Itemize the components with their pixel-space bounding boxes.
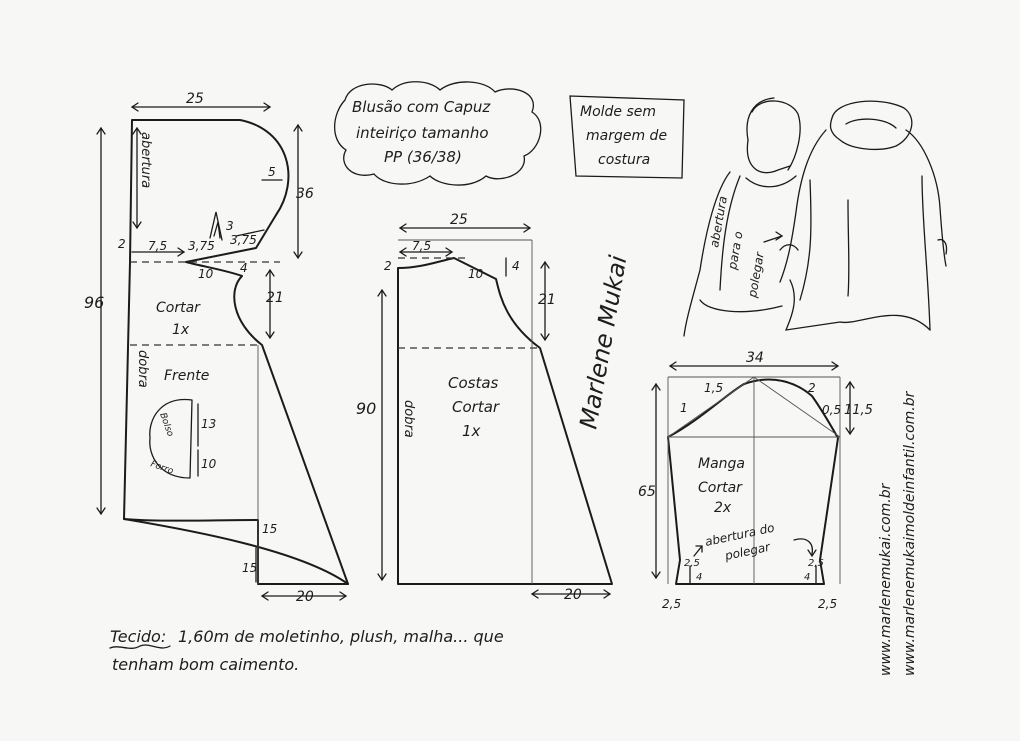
back-top-width: 25	[450, 212, 468, 228]
back-total-length: 90	[356, 399, 376, 418]
front-hem-15a: 15	[262, 522, 277, 536]
back-shoulder-drop: 4	[512, 259, 520, 273]
note-line-3: costura	[598, 152, 650, 168]
front-total-length: 96	[84, 293, 104, 312]
url-1: www.marlenemukai.com.br	[878, 482, 894, 676]
url-2: www.marlenemukaimoldeinfantil.com.br	[902, 390, 918, 676]
garment-illustration: abertura para o polegar	[683, 97, 948, 337]
front-hood-length: 36	[296, 186, 314, 202]
front-top-width: 25	[186, 91, 204, 107]
sleeve-name: Manga	[698, 456, 745, 472]
hood-dart	[209, 211, 223, 241]
front-hood-inner: 5	[268, 165, 276, 179]
back-neck-drop: 2	[384, 259, 392, 273]
front-pocket	[149, 399, 193, 479]
sleeve-cap-height: 11,5	[844, 403, 873, 418]
front-dart-c: 3	[226, 219, 234, 233]
sleeve-piece: 34 1,5 2 1 0,5 11,5 65 Manga Cortar 2x a…	[638, 350, 873, 611]
front-fold-label: dobra	[135, 350, 150, 388]
back-fold-label: dobra	[401, 400, 416, 438]
fabric-label: Tecido:	[110, 627, 166, 646]
back-armhole-depth: 21	[538, 292, 556, 308]
back-hem-width: 20	[564, 587, 582, 603]
front-hem-15b: 15	[242, 561, 257, 575]
front-outline	[123, 119, 349, 585]
pocket-10: 10	[201, 457, 217, 471]
note-line-1: Molde sem	[580, 104, 656, 120]
pocket-word-1: Bolso	[157, 412, 175, 439]
back-name: Costas	[448, 374, 499, 392]
title-cloud	[334, 81, 542, 186]
sleeve-outline	[667, 378, 839, 585]
front-opening-label: abertura	[138, 132, 153, 188]
note-line-2: margem de	[586, 128, 667, 144]
pocket-13: 13	[201, 417, 216, 431]
sleeve-cap-2: 2	[808, 381, 816, 395]
front-shoulder-drop: 4	[240, 261, 248, 275]
illus-opening-2: para o	[725, 230, 746, 271]
sleeve-cuff-4-right: 4	[804, 572, 810, 583]
front-small-2: 2	[118, 237, 126, 251]
front-dart-a: 3,75	[188, 239, 215, 253]
pocket-word-2: Forro	[149, 459, 175, 477]
sleeve-cap-0-5: 0,5	[822, 403, 841, 417]
back-neck-width: 7,5	[412, 239, 431, 253]
sleeve-cut-qty: 2x	[714, 500, 732, 516]
note-box	[569, 95, 685, 179]
title-line-1: Blusão com Capuz	[352, 98, 491, 116]
front-piece: 25 abertura 36 5 2 7,5 3,75 3,75 3 10 4 …	[84, 91, 349, 605]
front-shoulder-left: 7,5	[148, 239, 167, 253]
back-cut-label: Cortar	[452, 398, 500, 416]
sleeve-bottom-2-5-left: 2,5	[662, 597, 681, 611]
sleeve-cuff-4-left: 4	[696, 572, 702, 583]
front-name: Frente	[164, 368, 209, 384]
illus-opening-3: polegar	[745, 250, 767, 299]
sleeve-length: 65	[638, 484, 656, 500]
fabric-line-1: 1,60m de moletinho, plush, malha... que	[178, 627, 504, 646]
front-hem-curve	[123, 518, 349, 585]
back-piece: 25 7,5 2 4 10 21 90 dobra Costas Cortar …	[356, 212, 613, 603]
title-line-2: inteiriço tamanho	[356, 124, 489, 142]
sleeve-width: 34	[746, 350, 764, 366]
sleeve-cap-1: 1	[680, 401, 688, 415]
sleeve-cap-1-5: 1,5	[704, 381, 723, 395]
front-dart-b: 3,75	[230, 233, 257, 247]
front-shoulder-slope: 10	[198, 267, 214, 281]
back-shoulder-slope: 10	[468, 267, 484, 281]
sleeve-cuff-2-5-right: 2,5	[808, 558, 824, 569]
sleeve-cuff-2-5-left: 2,5	[684, 558, 700, 569]
fabric-line-2: tenham bom caimento.	[112, 655, 299, 674]
sleeve-cut-label: Cortar	[698, 480, 743, 496]
title-line-3: PP (36/38)	[384, 148, 462, 166]
front-cut-qty: 1x	[172, 322, 190, 338]
signature: Marlene Mukai	[574, 253, 632, 431]
back-cut-qty: 1x	[462, 422, 481, 440]
front-hem-width: 20	[296, 589, 314, 605]
back-outline	[397, 257, 613, 585]
front-cut-label: Cortar	[156, 300, 201, 316]
front-armhole-depth: 21	[266, 290, 284, 306]
sleeve-bottom-2-5-right: 2,5	[818, 597, 837, 611]
